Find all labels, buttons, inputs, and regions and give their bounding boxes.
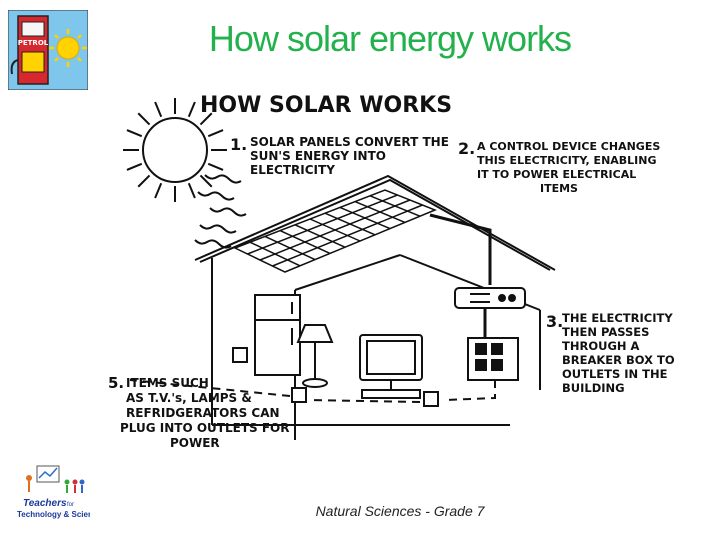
logo-line2: for (67, 502, 74, 508)
svg-text:REFRIDGERATORS CAN: REFRIDGERATORS CAN (126, 406, 280, 420)
svg-text:ITEMS: ITEMS (540, 182, 578, 195)
svg-text:5.: 5. (108, 374, 124, 392)
solar-house-diagram: HOW SOLAR WORKS (108, 93, 675, 450)
svg-text:PLUG INTO OUTLETS FOR: PLUG INTO OUTLETS FOR (120, 421, 289, 435)
control-device (454, 287, 526, 309)
step-1-label: 1. SOLAR PANELS CONVERT THE SUN'S ENERGY… (230, 135, 449, 177)
television (359, 334, 423, 399)
svg-text:POWER: POWER (170, 436, 220, 450)
svg-text:THIS ELECTRICITY, ENABLING: THIS ELECTRICITY, ENABLING (477, 154, 657, 167)
svg-text:A CONTROL DEVICE CHANGES: A CONTROL DEVICE CHANGES (477, 140, 660, 153)
svg-text:THROUGH A: THROUGH A (562, 339, 640, 353)
slide-footer: Natural Sciences - Grade 7 (315, 503, 485, 519)
step-5-label: 5. ITEMS SUCH AS T.V.'s, LAMPS & REFRIDG… (108, 374, 289, 450)
petrol-sun-logo: PETROL (7, 9, 89, 91)
svg-text:ELECTRICITY: ELECTRICITY (250, 163, 335, 177)
refrigerator (254, 294, 301, 376)
svg-text:SOLAR PANELS CONVERT THE: SOLAR PANELS CONVERT THE (250, 135, 449, 149)
step-3-label: 3. THE ELECTRICITY THEN PASSES THROUGH A… (546, 311, 675, 395)
svg-text:ITEMS SUCH: ITEMS SUCH (126, 376, 209, 390)
wire (429, 213, 492, 285)
svg-text:OUTLETS IN THE: OUTLETS IN THE (562, 367, 668, 381)
svg-text:BREAKER BOX TO: BREAKER BOX TO (562, 353, 675, 367)
people-icon (26, 475, 85, 493)
svg-text:THEN PASSES: THEN PASSES (562, 325, 649, 339)
diagram-heading: HOW SOLAR WORKS (200, 93, 452, 118)
sun-icon (123, 98, 227, 202)
electricity-path (129, 379, 496, 403)
lamp (296, 324, 334, 388)
svg-text:AS T.V.'s, LAMPS &: AS T.V.'s, LAMPS & (126, 391, 252, 405)
svg-text:THE ELECTRICITY: THE ELECTRICITY (562, 311, 673, 325)
sun-icon (49, 29, 87, 67)
svg-text:SUN'S ENERGY INTO: SUN'S ENERGY INTO (250, 149, 386, 163)
logo-line1: Teachers (23, 498, 67, 509)
svg-text:2.: 2. (458, 139, 475, 158)
breaker-box (467, 337, 519, 381)
svg-text:3.: 3. (546, 312, 563, 331)
heat-waves (194, 174, 247, 249)
logo-line3: Technology & Science (17, 510, 90, 519)
svg-text:1.: 1. (230, 135, 247, 154)
teachers-technology-science-logo: Teachers for Technology & Science (15, 462, 102, 524)
svg-text:BUILDING: BUILDING (562, 381, 625, 395)
slide-title: How solar energy works (208, 18, 572, 59)
outlet (232, 347, 439, 407)
svg-text:IT TO POWER ELECTRICAL: IT TO POWER ELECTRICAL (477, 168, 636, 181)
step-2-label: 2. A CONTROL DEVICE CHANGES THIS ELECTRI… (458, 139, 660, 195)
solar-panel (233, 189, 437, 273)
pump-label: PETROL (18, 39, 49, 47)
